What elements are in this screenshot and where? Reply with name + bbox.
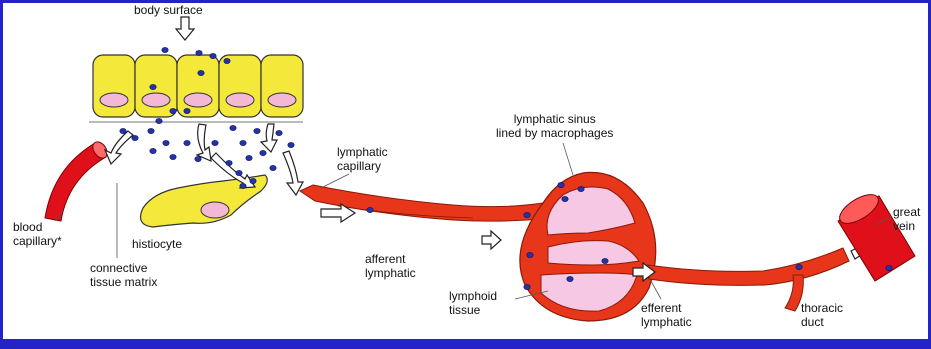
epithelial-cell bbox=[219, 55, 261, 117]
label-body-surface: body surface bbox=[134, 3, 203, 17]
label-afferent-lymphatic: afferent lymphatic bbox=[365, 252, 416, 280]
nucleus bbox=[184, 93, 212, 107]
lymph-node bbox=[520, 172, 656, 321]
node-entry-arrow bbox=[482, 231, 501, 249]
label-lymphoid-tissue: lymphoid tissue bbox=[449, 289, 497, 317]
label-blood-capillary: blood capillary* bbox=[13, 220, 62, 248]
flow-arrow bbox=[197, 124, 211, 161]
epithelial-cell bbox=[93, 55, 135, 117]
label-histiocyte: histiocyte bbox=[132, 237, 182, 251]
label-lymphatic-capillary: lymphatic capillary bbox=[337, 145, 388, 173]
surface-arrow bbox=[176, 17, 194, 40]
efferent-vessel bbox=[648, 248, 849, 285]
flow-arrow bbox=[105, 131, 133, 164]
flow-arrow bbox=[261, 124, 277, 152]
label-great-vein: great vein bbox=[893, 205, 920, 233]
flow-arrow bbox=[283, 151, 303, 195]
great-vein bbox=[835, 189, 915, 281]
epithelial-cell bbox=[177, 55, 219, 117]
epithelial-cell bbox=[261, 55, 303, 117]
nucleus bbox=[268, 93, 296, 107]
label-thoracic-duct: thoracic duct bbox=[801, 301, 843, 329]
diagram-canvas: body surface lymphatic capillary blood c… bbox=[3, 3, 928, 339]
label-efferent-lymphatic: efferent lymphatic bbox=[641, 301, 692, 329]
nucleus bbox=[226, 93, 254, 107]
nucleus bbox=[142, 93, 170, 107]
label-connective-tissue-matrix: connective tissue matrix bbox=[90, 261, 157, 289]
nucleus bbox=[100, 93, 128, 107]
histiocyte-nucleus bbox=[201, 202, 229, 218]
epithelium bbox=[93, 55, 303, 117]
label-lymphatic-sinus: lymphatic sinus lined by macrophages bbox=[496, 112, 613, 140]
